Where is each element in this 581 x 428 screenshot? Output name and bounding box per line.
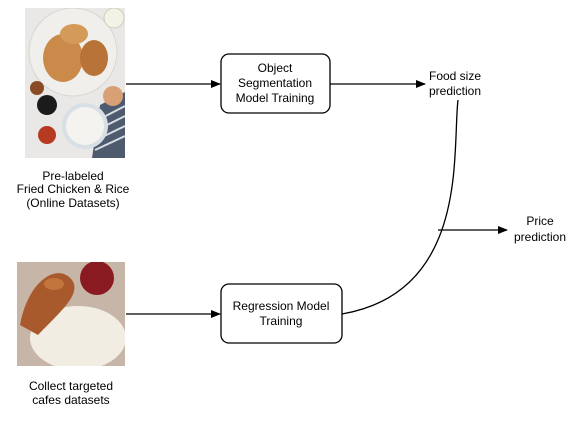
white-rice xyxy=(66,107,104,145)
sauce-dish xyxy=(38,126,56,144)
white-rice xyxy=(30,306,125,366)
food-size-label-line-1: Food size xyxy=(429,69,481,83)
curve-regression-to-food-size xyxy=(341,99,459,315)
source-2-caption-line-2: cafes datasets xyxy=(32,393,109,407)
ketchup-bowl xyxy=(80,262,114,295)
source-1-caption-line-2: Fried Chicken & Rice xyxy=(17,182,130,196)
segmentation-label-line-1: Object xyxy=(258,61,293,75)
onion xyxy=(103,86,123,106)
price-label-line-1: Price xyxy=(526,214,554,228)
regression-label-line-1: Regression Model xyxy=(233,299,330,313)
regression-label-line-2: Training xyxy=(260,314,303,328)
source-1-caption-line-1: Pre-labeled xyxy=(42,169,103,183)
drumstick-highlight xyxy=(44,278,64,290)
fried-chicken-piece xyxy=(43,34,83,82)
chicken-drumstick xyxy=(20,273,75,335)
food-size-label-line-2: prediction xyxy=(429,84,481,98)
fried-chicken-piece xyxy=(60,24,88,44)
segmentation-label-line-2: Segmentation xyxy=(238,76,312,90)
soy-sauce-dish xyxy=(37,95,57,115)
fried-chicken-rice-photo xyxy=(25,8,125,158)
napkin-stripes xyxy=(94,105,125,151)
segmentation-label-line-3: Model Training xyxy=(236,91,315,105)
oil-glass xyxy=(103,8,125,29)
spice-dish xyxy=(30,81,44,95)
source-2-caption-line-1: Collect targeted xyxy=(29,379,113,393)
price-label-line-2: prediction xyxy=(514,230,566,244)
cafe-chicken-photo xyxy=(17,262,125,366)
source-1-caption-line-3: (Online Datasets) xyxy=(26,196,119,210)
fried-chicken-piece xyxy=(80,40,108,76)
